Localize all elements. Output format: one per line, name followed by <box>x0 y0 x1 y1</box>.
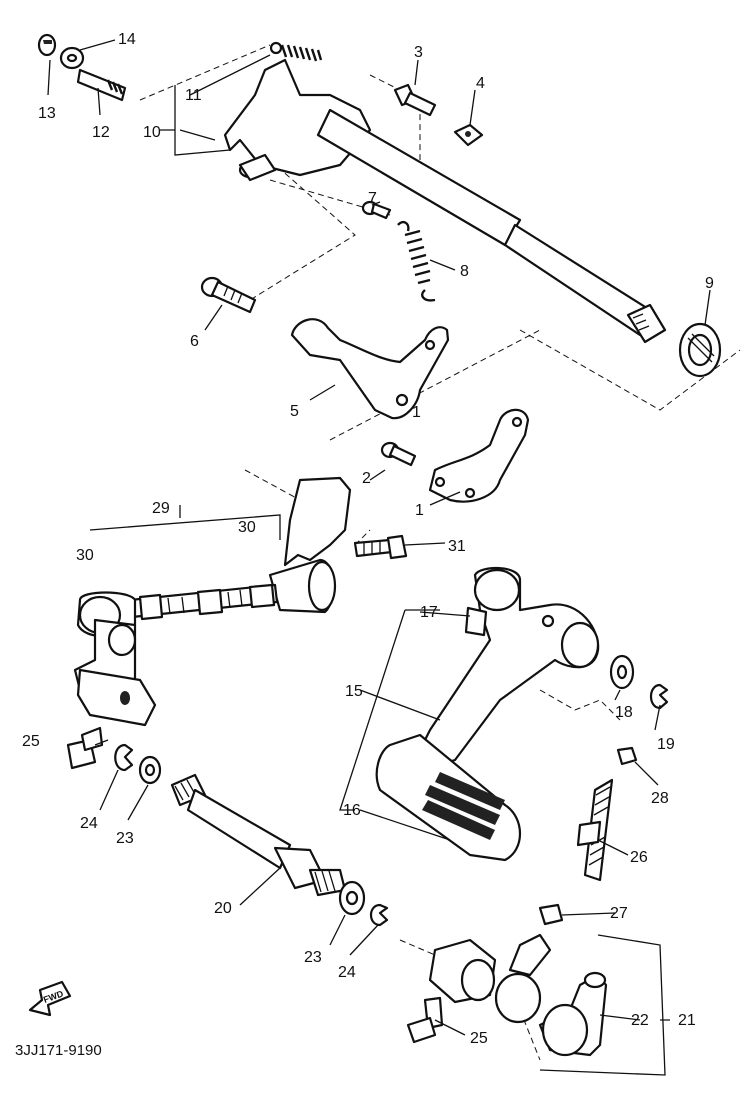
label-5: 5 <box>290 403 299 420</box>
part-25-bolt-lower <box>406 996 444 1044</box>
label-29: 29 <box>152 500 170 517</box>
label-28: 28 <box>651 790 669 807</box>
label-14: 14 <box>118 31 136 48</box>
label-24-right: 24 <box>338 964 356 981</box>
part-21-rod-joint <box>428 933 552 1024</box>
part-28-nut <box>616 746 638 766</box>
label-1: 1 <box>412 404 421 421</box>
label-23-right: 23 <box>304 949 322 966</box>
part-19-circlip <box>649 683 669 710</box>
label-10: 10 <box>143 124 161 141</box>
part-11-spring <box>269 41 323 62</box>
part-1-stopper-plate <box>428 408 530 503</box>
part-4-nut <box>453 123 484 147</box>
part-22-ball-joint <box>538 971 608 1057</box>
part-20-pivot-shaft <box>170 773 347 897</box>
label-20: 20 <box>214 900 232 917</box>
part-14-washer <box>59 46 85 70</box>
part-8-spring <box>397 220 436 302</box>
part-30-rod-ends-and-29-rod <box>73 476 352 727</box>
forward-arrow-icon: FWD <box>28 980 72 1017</box>
part-26-adjusting-rod <box>576 778 614 882</box>
label-18: 18 <box>615 704 633 721</box>
label-27: 27 <box>610 905 628 922</box>
part-16-pedal-rubber <box>375 733 521 862</box>
label-19: 19 <box>657 736 675 753</box>
part-3-bolt <box>393 83 437 117</box>
part-13-circlip <box>37 33 57 57</box>
part-number-labels: 1 1 2 3 4 5 6 7 8 9 10 11 12 13 14 15 16… <box>22 31 714 1047</box>
part-9-oil-seal <box>678 322 722 378</box>
part-23-washer-left <box>138 755 162 785</box>
part-15-shift-pedal <box>413 566 600 772</box>
callout-brackets <box>89 85 670 1076</box>
part-27-nut <box>538 903 564 926</box>
label-2: 2 <box>362 470 371 487</box>
label-4: 4 <box>476 75 485 92</box>
leader-lines <box>47 39 711 1036</box>
label-7: 7 <box>368 190 377 207</box>
label-21: 21 <box>678 1012 696 1029</box>
label-12: 12 <box>92 124 110 141</box>
part-17-pedal-pin <box>464 606 488 637</box>
part-2-bolt <box>380 441 417 467</box>
part-23-washer-right <box>338 880 366 916</box>
label-16: 16 <box>343 802 361 819</box>
part-12-pin <box>76 68 127 102</box>
label-24-left: 24 <box>80 815 98 832</box>
label-25-upper: 25 <box>22 733 40 750</box>
label-9: 9 <box>705 275 714 292</box>
part-10-shift-shaft-assembly <box>223 58 667 344</box>
part-6-bolt <box>200 276 257 314</box>
label-13: 13 <box>38 105 56 122</box>
label-25-lower: 25 <box>470 1030 488 1047</box>
part-24-circlip-left <box>114 743 134 772</box>
part-18-washer <box>609 654 635 690</box>
label-1: 1 <box>415 502 424 519</box>
part-31-bolt <box>353 534 408 560</box>
label-26: 26 <box>630 849 648 866</box>
label-6: 6 <box>190 333 199 350</box>
label-11: 11 <box>185 87 202 104</box>
label-31: 31 <box>448 538 466 555</box>
part-5-shift-lever <box>290 318 450 420</box>
label-17: 17 <box>420 604 438 621</box>
part-25-bolt-upper <box>66 726 104 770</box>
part-7-bolt <box>361 200 392 220</box>
part-24-circlip-right <box>369 903 389 927</box>
label-8: 8 <box>460 263 469 280</box>
label-15: 15 <box>345 683 363 700</box>
label-3: 3 <box>414 44 423 61</box>
label-22: 22 <box>631 1012 649 1029</box>
label-30-left: 30 <box>76 547 94 564</box>
label-30-right: 30 <box>238 519 256 536</box>
drawing-code: 3JJ171-9190 <box>15 1042 102 1059</box>
label-23-left: 23 <box>116 830 134 847</box>
